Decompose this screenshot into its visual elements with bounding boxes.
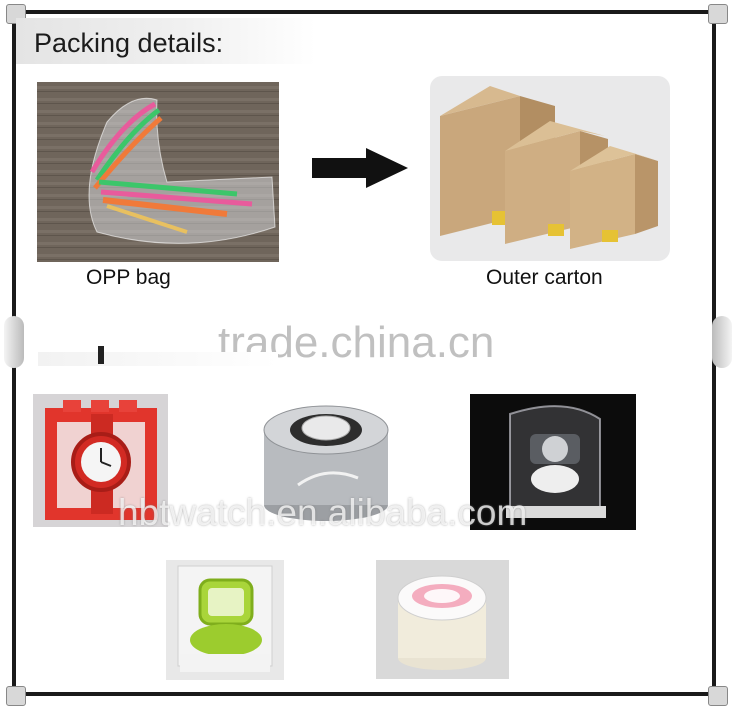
outer-carton-caption: Outer carton	[486, 266, 603, 289]
tin-box-watch-photo	[258, 390, 394, 528]
outer-carton-photo	[430, 76, 670, 261]
frame-corner-bottom-right	[708, 686, 728, 706]
opp-bag-caption: OPP bag	[86, 266, 171, 289]
frame-corner-bottom-left	[6, 686, 26, 706]
faded-heading	[38, 352, 278, 366]
faded-heading-mark	[98, 346, 104, 364]
side-marker-left	[4, 316, 24, 368]
right-arrow-icon	[310, 146, 410, 195]
acrylic-case-watch-photo	[470, 394, 636, 530]
round-case-watch-photo	[376, 560, 509, 679]
page-title: Packing details:	[34, 28, 224, 58]
opp-bag-photo	[37, 82, 279, 262]
watermark-overlay: hbtwatch.en.alibaba.com	[118, 492, 528, 533]
green-watch-photo	[166, 560, 284, 680]
side-marker-right	[712, 316, 732, 368]
frame-corner-top-right	[708, 4, 728, 24]
red-box-watch-photo	[33, 394, 168, 527]
header-band	[16, 18, 316, 64]
